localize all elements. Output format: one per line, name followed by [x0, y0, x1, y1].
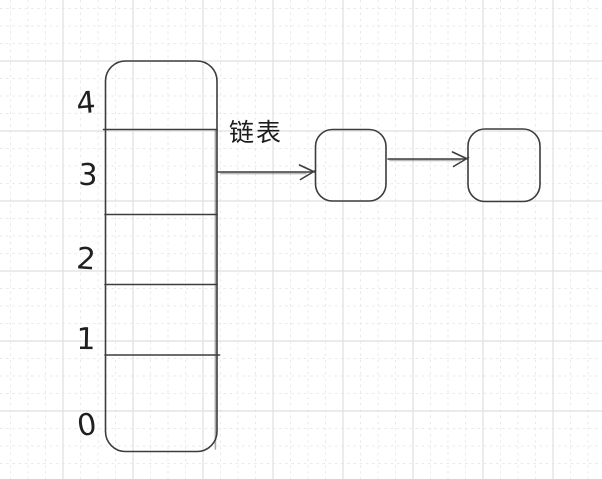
array-index-label-4: 4: [74, 85, 97, 122]
arrow-node1-to-node2: [387, 151, 470, 168]
arrowhead-icon: [298, 164, 317, 181]
array-shape: [102, 60, 221, 453]
array-index-label-1: 1: [76, 321, 96, 358]
arrow-array-to-node1: [216, 164, 317, 181]
linked-list-node-2: [467, 128, 541, 203]
linked-list-node-1: [314, 128, 387, 202]
arrowhead-icon: [451, 151, 470, 168]
array-outline: [104, 60, 218, 453]
array-index-label-3: 3: [77, 157, 99, 194]
array-index-label-2: 2: [75, 241, 97, 278]
linked-list-label: 链表: [229, 118, 284, 147]
